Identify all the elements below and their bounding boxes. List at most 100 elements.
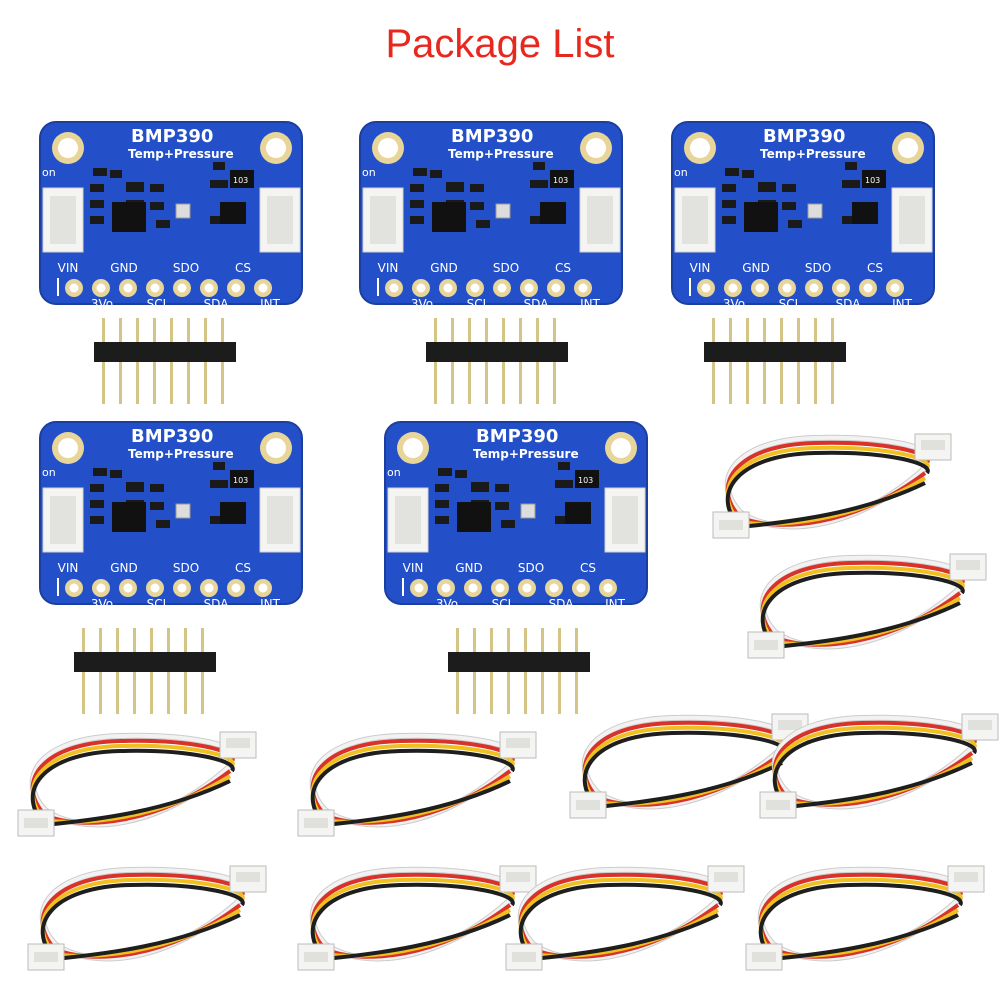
jst-cable [290, 718, 550, 848]
smd-component [150, 202, 164, 210]
header-pin-bottom [763, 360, 766, 404]
mounting-hole [378, 138, 398, 158]
jst-connector-right-inner [899, 196, 925, 244]
smd-component [725, 168, 739, 176]
smd-component [558, 462, 570, 470]
pin-label-bottom: SCL [492, 597, 515, 611]
header-pin-top [490, 628, 493, 654]
smd-component [90, 484, 104, 492]
header-pin-bottom [99, 670, 102, 714]
pin-hole [782, 283, 792, 293]
pin-hole [441, 583, 451, 593]
cable-connector-right-inner [506, 872, 530, 882]
pin-hole [96, 283, 106, 293]
board-model-label: BMP390 [131, 426, 213, 447]
jst-connector-right-inner [267, 496, 293, 544]
pin-hole [69, 283, 79, 293]
pin-label-bottom: INT [605, 597, 626, 611]
wire-black [518, 882, 723, 961]
header-pin-top [184, 628, 187, 654]
jst-connector-right-inner [612, 496, 638, 544]
ic-marking: 103 [578, 476, 593, 485]
header-pin-bottom [541, 670, 544, 714]
header-pin-bottom [797, 360, 800, 404]
cable-connector-left-inner [24, 818, 48, 828]
pin-label-top: SDO [493, 261, 519, 275]
pin-label-top: GND [455, 561, 483, 575]
pin-hole [755, 283, 765, 293]
header-pin-top [541, 628, 544, 654]
pin-label-bottom: INT [260, 597, 281, 611]
pin-hole [123, 283, 133, 293]
pcb [39, 121, 303, 305]
regulator-chip [432, 202, 466, 232]
pin-hole [416, 283, 426, 293]
cable-connector-left-inner [34, 952, 58, 962]
wire-black [40, 882, 245, 961]
header-pin-bottom [712, 360, 715, 404]
pin-hole [863, 283, 873, 293]
pin-label-top: SDO [518, 561, 544, 575]
header-pin-bottom [150, 670, 153, 714]
pin-hole [495, 583, 505, 593]
wire-black [30, 748, 235, 827]
pin-hole [890, 283, 900, 293]
header-pin-bottom [490, 670, 493, 714]
cable-connector-left-inner [304, 818, 328, 828]
jst-connector-left-inner [50, 496, 76, 544]
header-pin-top [187, 318, 190, 344]
pin-label-top: SDO [173, 261, 199, 275]
pin-label-top: CS [555, 261, 571, 275]
smd-component [722, 184, 736, 192]
board-model-label: BMP390 [131, 126, 213, 147]
board-subtitle-label: Temp+Pressure [760, 147, 866, 161]
pin-header [424, 318, 574, 406]
smd-component [782, 202, 796, 210]
smd-component [210, 216, 224, 224]
cable-connector-right-inner [778, 720, 802, 730]
jst-cable [752, 700, 1000, 830]
smd-component [413, 168, 427, 176]
pin-hole [470, 283, 480, 293]
smd-component [471, 482, 489, 492]
cable-connector-left-inner [304, 952, 328, 962]
smd-component [530, 180, 548, 188]
ic-chip [230, 170, 254, 188]
pin-hole [522, 583, 532, 593]
header-pin-bottom [507, 670, 510, 714]
pin-label-bottom: INT [892, 297, 913, 311]
ic-marking: 103 [553, 176, 568, 185]
page-title: Package List [385, 22, 615, 66]
board-subtitle-label: Temp+Pressure [448, 147, 554, 161]
header-pin-top [150, 628, 153, 654]
header-pin-bottom [451, 360, 454, 404]
header-pin-top [133, 628, 136, 654]
jst-connector-right-inner [587, 196, 613, 244]
smd-component [722, 200, 736, 208]
bmp390-sensor [175, 203, 191, 219]
board-subtitle-label: Temp+Pressure [128, 147, 234, 161]
pin-label-top: VIN [58, 561, 79, 575]
smd-component [93, 168, 107, 176]
header-pin-top [575, 628, 578, 654]
bmp390-sensor [807, 203, 823, 219]
wire-black [758, 882, 963, 961]
header-pin-top [746, 318, 749, 344]
pin-label-bottom: SCL [147, 297, 170, 311]
pin-hole [576, 583, 586, 593]
header-pin-bottom [102, 360, 105, 404]
header-pin-top [451, 318, 454, 344]
header-pin-top [763, 318, 766, 344]
mounting-hole [586, 138, 606, 158]
smd-component [430, 170, 442, 178]
wire-black [772, 730, 977, 809]
wire-red [40, 872, 245, 959]
board-model-label: BMP390 [763, 126, 845, 147]
header-pin-bottom [153, 360, 156, 404]
wire-red [725, 440, 930, 527]
smd-component [210, 516, 224, 524]
header-pin-bottom [456, 670, 459, 714]
